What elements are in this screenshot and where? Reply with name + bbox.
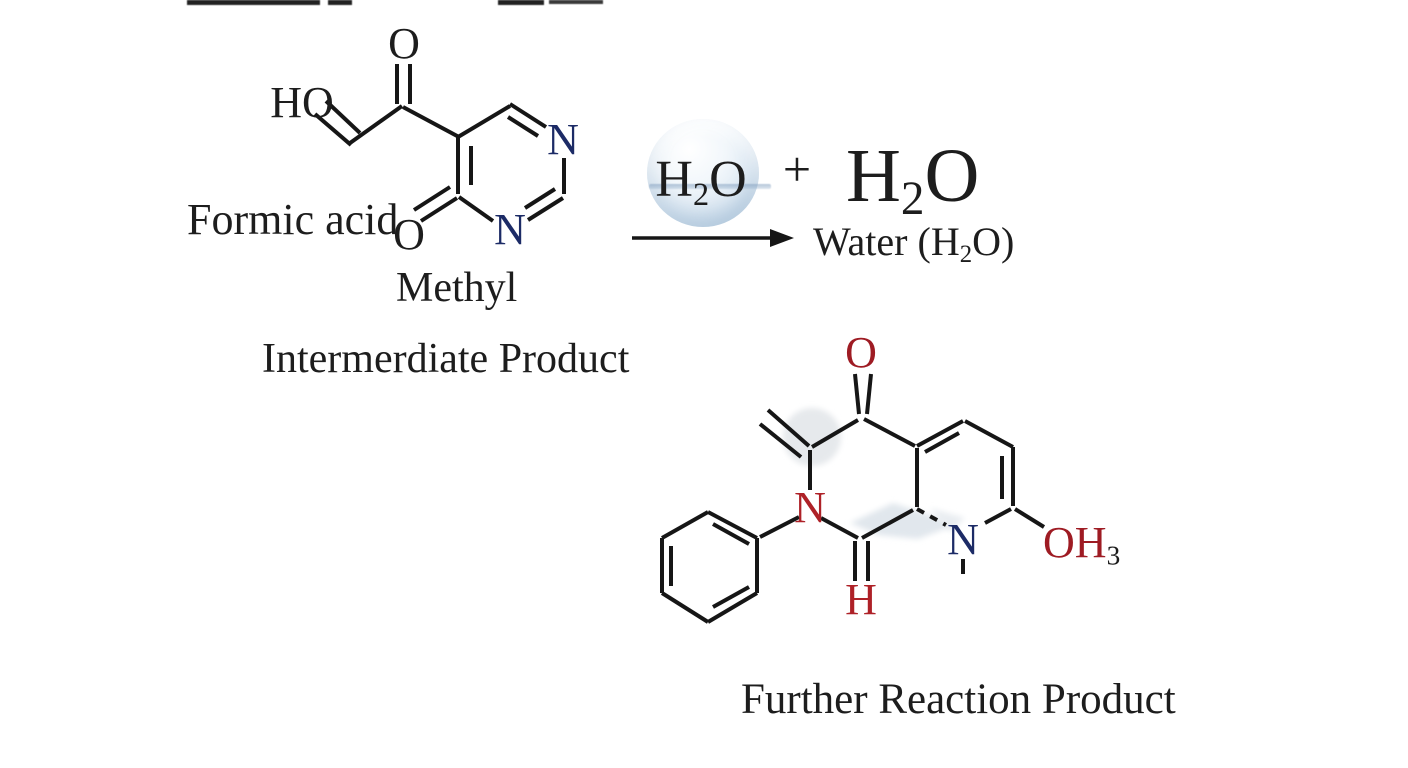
formic-acid-label: Formic acid bbox=[187, 195, 399, 244]
cropped-top-text-strip bbox=[498, 0, 544, 5]
methyl-label: Methyl bbox=[396, 265, 518, 311]
oxygen-atom-label: O bbox=[845, 328, 877, 377]
formula-part: O bbox=[709, 151, 747, 208]
reactant-structure-bonds bbox=[313, 64, 566, 223]
formula-subscript: 2 bbox=[959, 240, 973, 268]
formula-part: O bbox=[924, 134, 980, 218]
cropped-top-text-strip bbox=[328, 0, 352, 5]
oh3-group-label: OH3 bbox=[1043, 518, 1120, 570]
formula-part: H bbox=[655, 151, 693, 208]
oxygen-atom-label: O bbox=[393, 210, 425, 259]
hydroxyl-atom-label: HO bbox=[270, 78, 334, 127]
formula-subscript: 3 bbox=[1106, 540, 1121, 571]
reaction-arrow bbox=[632, 229, 794, 247]
intermediate-product-label: Intermerdiate Product bbox=[262, 336, 630, 382]
oxygen-atom-label: O bbox=[388, 19, 420, 68]
cropped-top-text-strip bbox=[187, 0, 320, 5]
hydrogen-atom-label: H bbox=[845, 575, 877, 624]
formula-part: H bbox=[846, 134, 901, 218]
plus-sign: + bbox=[782, 141, 812, 197]
formula-part: Water (H bbox=[813, 219, 960, 264]
h2o-product-formula: H2O bbox=[846, 138, 979, 223]
bubble-h2o-formula: H2O bbox=[655, 151, 747, 211]
nitrogen-atom-label: N bbox=[494, 205, 526, 254]
formula-subscript: 2 bbox=[692, 176, 710, 213]
water-bubble-icon bbox=[647, 119, 759, 227]
formula-subscript: 2 bbox=[900, 173, 925, 226]
cropped-top-text-strip bbox=[549, 0, 603, 4]
nitrogen-atom-label: N bbox=[947, 515, 979, 564]
water-bubble-line bbox=[649, 184, 771, 189]
nitrogen-atom-label: N bbox=[794, 483, 826, 532]
further-reaction-product-label: Further Reaction Product bbox=[741, 676, 1176, 723]
product-structure-bonds bbox=[660, 373, 1046, 624]
nitrogen-atom-label: N bbox=[547, 115, 579, 164]
formula-part: OH bbox=[1043, 518, 1107, 567]
water-label: Water (H2O) bbox=[813, 219, 1015, 267]
formula-part: O) bbox=[972, 219, 1015, 264]
